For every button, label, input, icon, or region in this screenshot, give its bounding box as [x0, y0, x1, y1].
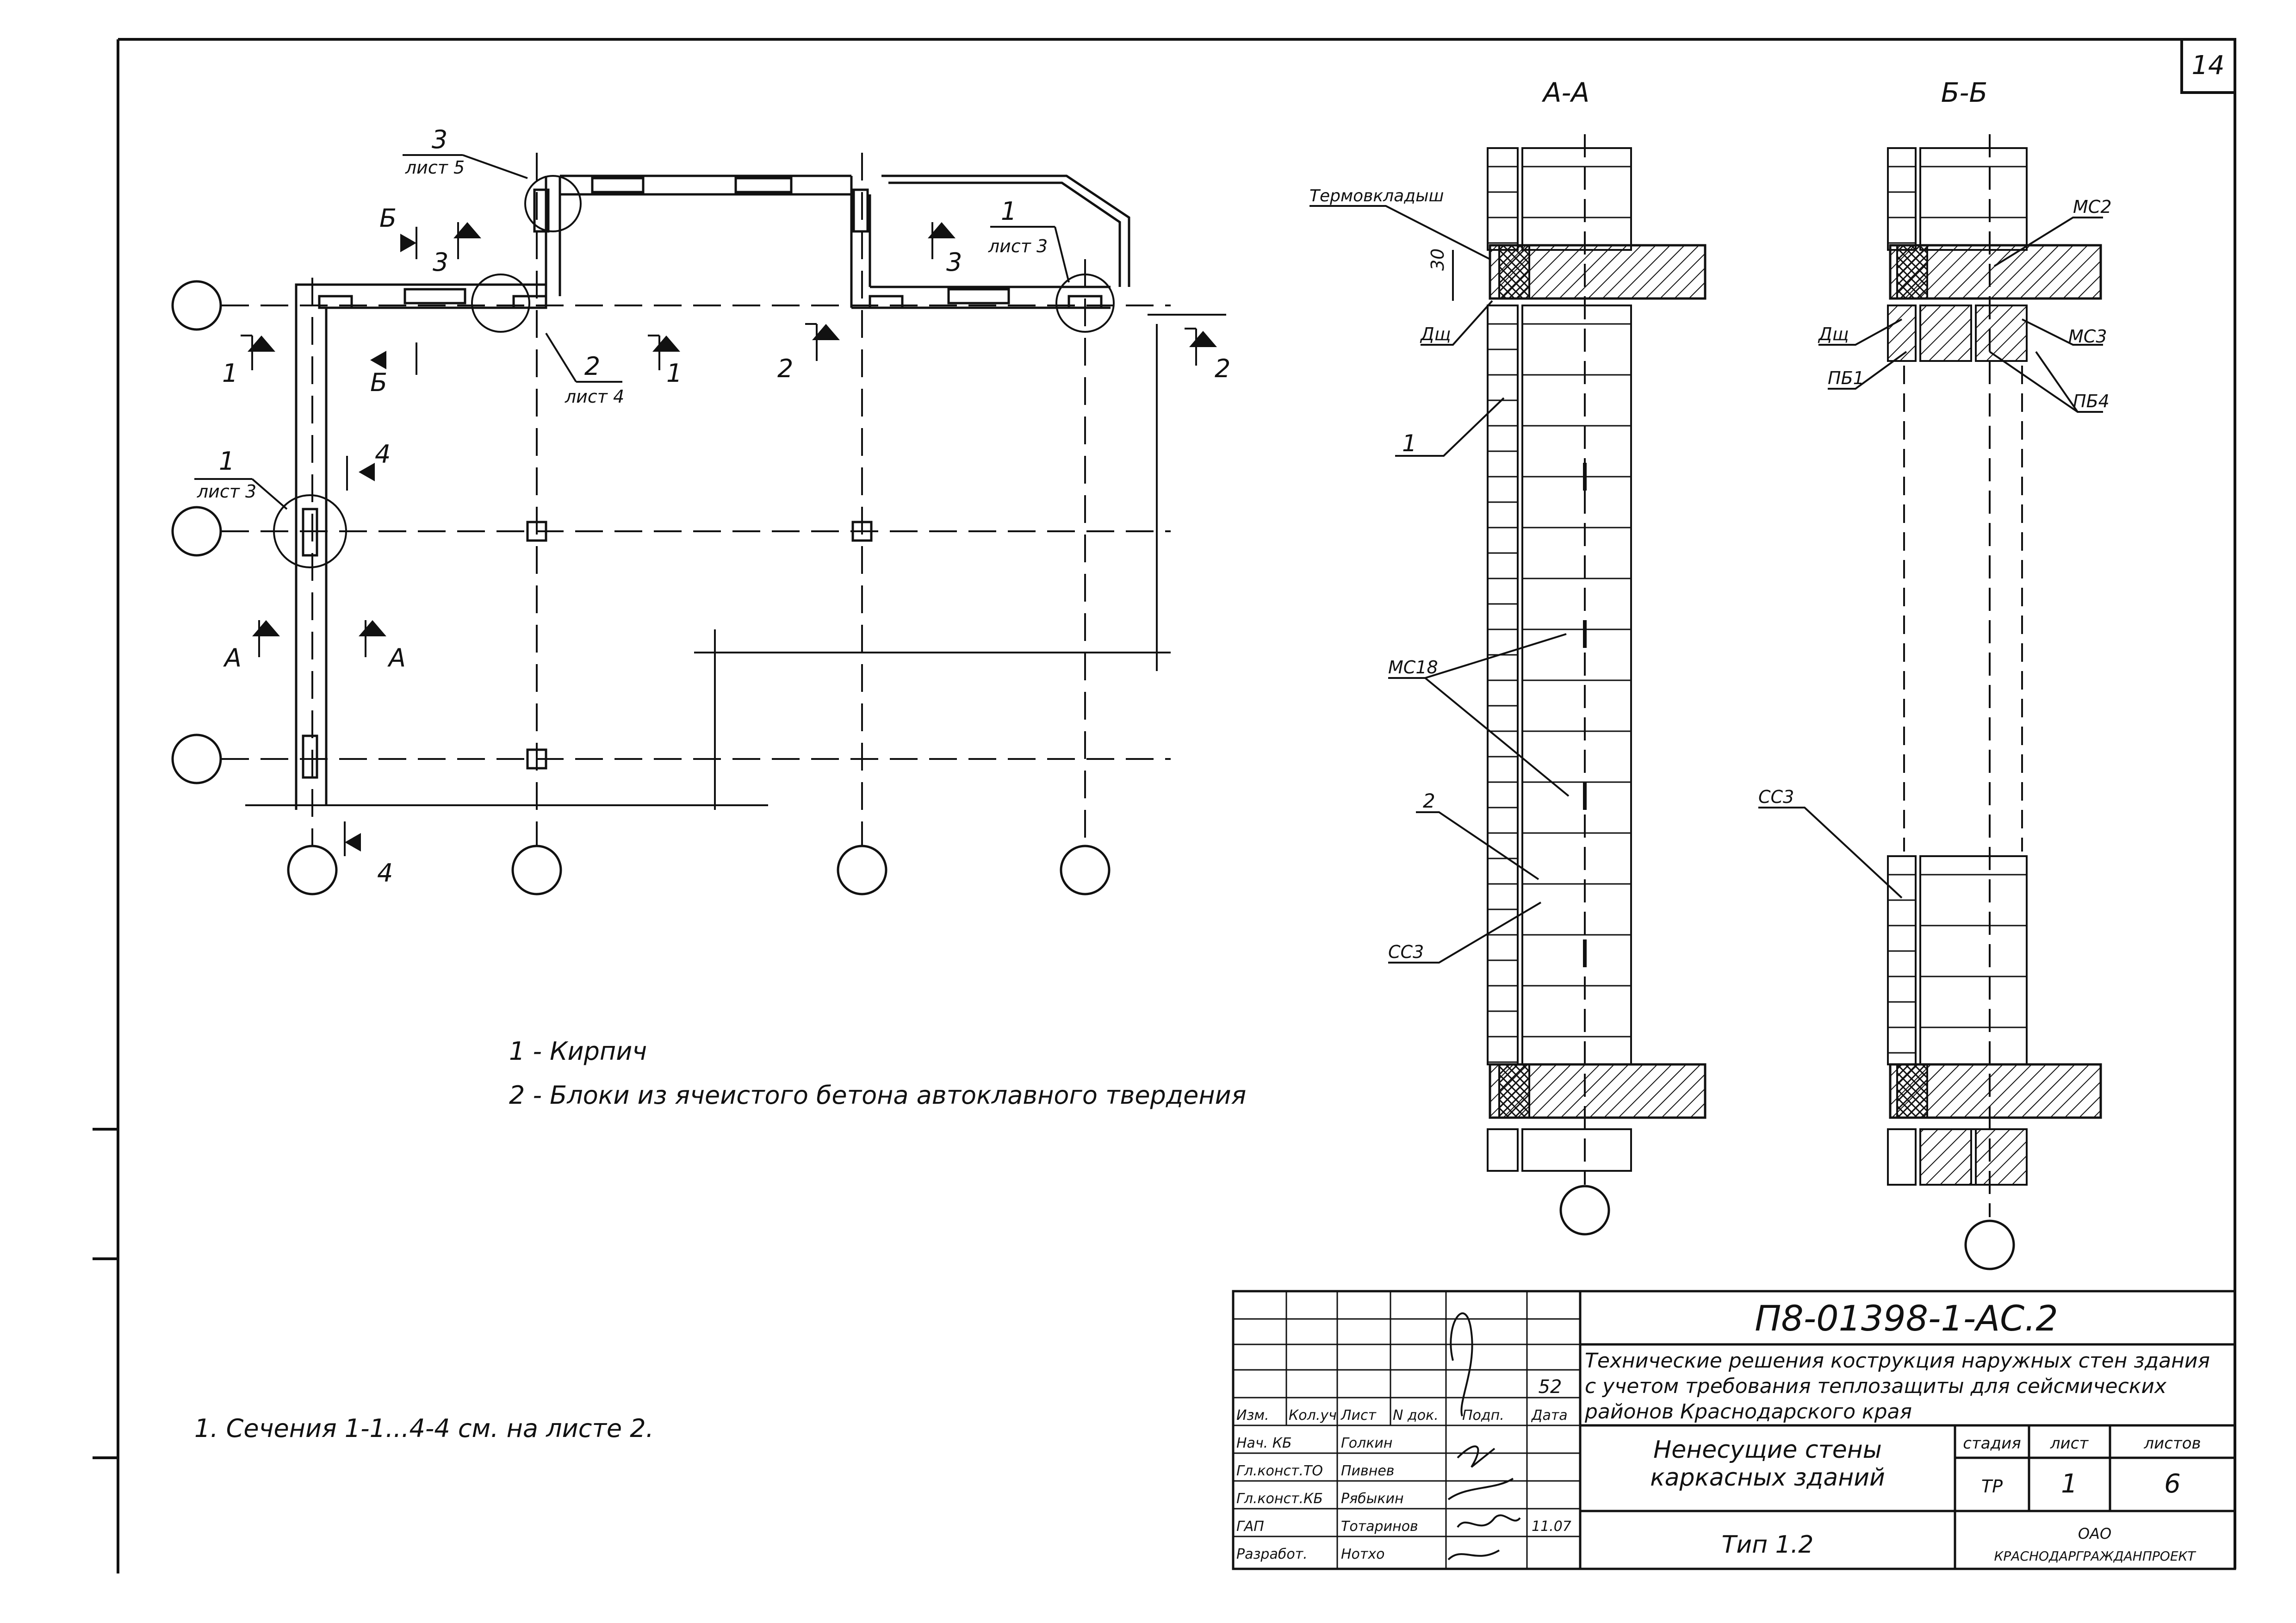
rev-header-date: Дата — [1531, 1407, 1568, 1424]
label-thermal-insert: Термовкладыш — [1309, 187, 1444, 205]
signatory-role: Гл.конст.КБ — [1236, 1491, 1323, 1507]
signatory-name: Пивнев — [1341, 1463, 1395, 1479]
rev-header-sign: Подп. — [1462, 1407, 1504, 1424]
floor-plan — [171, 153, 1226, 895]
section-mark: 4 — [375, 440, 391, 469]
signatory-role: Гл.конст.ТО — [1236, 1463, 1323, 1479]
label-dsh: Дщ — [1420, 324, 1451, 344]
section-aa-title: А-А — [1541, 77, 1589, 108]
title-block: 52 Изм. Кол.уч Лист N док. Подп. Дата На… — [1232, 1290, 2236, 1570]
stamp-number: 52 — [1539, 1376, 1562, 1398]
section-mark: Б — [370, 368, 387, 397]
sheet-number: 14 — [2191, 50, 2224, 81]
sheet-value: 1 — [2061, 1469, 2078, 1499]
sheet-header: лист — [2050, 1434, 2089, 1453]
section-mark: Б — [379, 204, 397, 233]
axis-circle — [1060, 845, 1111, 895]
signatory-role: Нач. КБ — [1236, 1435, 1292, 1451]
label-brick-1: 1 — [1402, 430, 1417, 457]
rev-header-doc: N док. — [1393, 1407, 1439, 1424]
label-pb4: ПБ4 — [2073, 391, 2110, 411]
stage-value: ТР — [1981, 1476, 2003, 1497]
legend-item-aerated-concrete: 2 - Блоки из ячеистого бетона автоклавно… — [509, 1081, 1246, 1110]
signatory-name: Нотхо — [1341, 1546, 1385, 1562]
drawing-title-line: каркасных зданий — [1650, 1464, 1885, 1492]
brick-joints — [1888, 166, 2027, 1054]
label-block-2: 2 — [1423, 790, 1435, 812]
callout-number: 1 — [219, 447, 235, 476]
section-mark: 3 — [433, 248, 448, 277]
section-aa: А-А — [1309, 77, 1706, 1236]
org-line: КРАСНОДАРГРАЖДАНПРОЕКТ — [1994, 1548, 2196, 1564]
callout-sheet-ref: лист 3 — [988, 236, 1048, 256]
section-mark: 1 — [222, 359, 238, 388]
section-mark: А — [387, 643, 406, 672]
section-mark: 4 — [377, 858, 393, 888]
general-note: 1. Сечения 1-1...4-4 см. на листе 2. — [194, 1414, 654, 1443]
section-mark: 1 — [666, 359, 682, 388]
callout-number: 2 — [584, 352, 600, 381]
label-pb1: ПБ1 — [1828, 368, 1864, 388]
section-mark: 2 — [1215, 354, 1230, 383]
drawing-subtitle: Тип 1.2 — [1722, 1531, 1814, 1559]
brick-joints — [1488, 166, 1631, 1063]
label-ss3: СС3 — [1388, 942, 1424, 962]
project-title-line: с учетом требования теплозащиты для сейс… — [1585, 1374, 2167, 1398]
axis-circle — [171, 734, 222, 784]
axis-circle — [171, 280, 222, 331]
signatory-name: Голкин — [1341, 1435, 1392, 1451]
section-mark: 3 — [946, 248, 962, 277]
signatory-name: Рябыкин — [1341, 1491, 1404, 1507]
callout-number: 1 — [1001, 197, 1017, 226]
legend-item-brick: 1 - Кирпич — [509, 1037, 647, 1066]
axis-circle — [287, 845, 338, 895]
section-mark: А — [223, 643, 242, 672]
rev-header-izm: Изм. — [1236, 1407, 1269, 1424]
label-dsh: Дщ — [1818, 324, 1849, 344]
sheets-header: листов — [2143, 1434, 2201, 1453]
drawing-title-line: Ненесущие стены — [1653, 1436, 1882, 1464]
plan-callouts: 3 лист 5 1 лист 3 2 лист 4 1 лист 3 — [197, 125, 1048, 502]
axis-circle — [511, 845, 562, 895]
section-bb-title: Б-Б — [1941, 77, 1988, 108]
document-code: П8-01398-1-АС.2 — [1755, 1298, 2058, 1339]
rev-header-kol: Кол.уч — [1289, 1407, 1337, 1424]
label-ms3: МС3 — [2068, 326, 2107, 347]
callout-sheet-ref: лист 4 — [565, 386, 624, 407]
axis-circle — [171, 506, 222, 557]
label-ss3: СС3 — [1758, 787, 1794, 807]
callout-sheet-ref: лист 3 — [197, 481, 256, 502]
org-line: ОАО — [2078, 1525, 2111, 1542]
signatory-name: Тотаринов — [1341, 1518, 1418, 1535]
callout-sheet-ref: лист 5 — [405, 157, 465, 178]
axis-circle — [837, 845, 887, 895]
label-ms18: МС18 — [1388, 657, 1438, 678]
signatory-role: ГАП — [1236, 1518, 1264, 1535]
stage-header: стадия — [1963, 1434, 2021, 1453]
label-dimension-30: 30 — [1427, 249, 1448, 271]
signatory-date: 11.07 — [1532, 1518, 1571, 1535]
sheets-value: 6 — [2164, 1469, 2181, 1499]
rev-header-list: Лист — [1340, 1407, 1377, 1424]
signature-marks — [1447, 1312, 1521, 1561]
label-ms2: МС2 — [2073, 197, 2112, 217]
signatory-role: Разработ. — [1236, 1546, 1308, 1562]
project-title-line: районов Краснодарского края — [1584, 1400, 1912, 1424]
section-marks: Б Б 3 3 1 1 2 2 4 4 А А — [222, 204, 1230, 888]
section-bb: Б-Б — [1758, 77, 2112, 1270]
project-title-line: Технические решения кострукция наружных … — [1585, 1349, 2210, 1373]
section-mark: 2 — [777, 354, 793, 383]
callout-number: 3 — [432, 125, 447, 154]
